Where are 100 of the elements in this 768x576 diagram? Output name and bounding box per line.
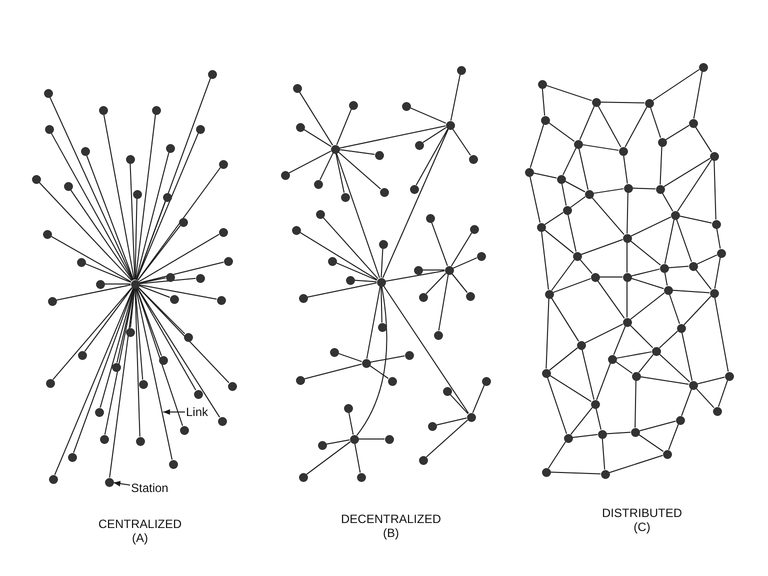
link-line [50,236,132,282]
link-line [630,324,654,348]
station-dot [78,350,86,360]
station-dot [76,258,86,266]
link-line [578,148,589,190]
station-dot [608,354,616,364]
link-line [550,472,601,474]
station-dot [132,190,142,198]
link-line [694,126,712,153]
station-dot [64,182,72,190]
station-dot [670,210,680,220]
link-line [570,407,593,435]
callout-text: Station [131,481,168,495]
link-line [650,106,662,138]
station-dot [94,408,104,416]
station-dot [590,272,600,282]
station-dot [218,160,228,168]
link-line [299,232,378,280]
station-dot [208,70,216,78]
link-line [137,225,181,281]
station-dot [632,372,640,380]
station-dot [152,106,160,114]
station-dot [100,434,108,444]
callout-text: Link [186,405,208,419]
station-dot [158,356,168,364]
link-line [134,198,138,280]
station-dot [660,264,668,272]
link-line [380,248,384,278]
link-line [416,128,448,186]
link-line [336,108,352,146]
station-dot [346,276,354,284]
station-dot [524,168,534,176]
station-dot [542,368,550,378]
link-line [567,214,577,252]
link-line [134,288,140,437]
link-line [541,230,549,290]
station-dot [404,350,414,360]
link-line [662,192,674,212]
link-line [664,218,675,264]
station-dot [196,124,204,134]
link-line [138,284,218,300]
station-dot [428,422,436,430]
link-line [136,132,199,280]
station-dot [418,456,428,464]
station-dot [536,222,546,232]
station-dot [42,230,52,238]
station-dot [126,154,134,164]
link-line [130,163,136,280]
panel-caption: DISTRIBUTED [602,506,682,520]
link-line [579,258,593,274]
station-dot [228,382,236,390]
station-dot [168,460,178,468]
station-dot [44,88,52,98]
link-line [551,259,575,291]
link-line [56,284,132,301]
link-line [626,192,628,234]
panel-caption: (C) [634,520,650,534]
link-line [354,442,361,474]
link-line [542,88,546,116]
link-line [138,234,220,282]
station-dot [112,362,120,372]
link-line [606,432,631,434]
link-line [582,348,594,400]
station-dot [426,214,434,222]
station-dot [716,248,726,258]
link-line [624,106,648,148]
link-line [137,167,221,281]
link-line [354,280,377,282]
link-line [561,182,567,206]
link-line [630,216,672,237]
link-line [584,324,624,344]
station-dot [46,378,54,388]
link-line [426,420,468,458]
station-dot [698,62,708,72]
link-line [564,180,586,192]
link-line [596,362,611,400]
link-line [668,266,689,268]
station-dot [378,240,388,248]
station-dot [166,272,174,282]
link-line [532,172,558,179]
link-line [136,200,166,280]
link-line [452,128,471,156]
station-dot [688,380,698,390]
link-line [138,278,196,284]
station-dot [630,428,640,436]
link-line [676,218,692,262]
link-line [529,176,541,224]
station-dot [414,140,424,150]
link-line [109,288,135,478]
station-dot [624,184,632,192]
station-dot [652,346,660,356]
station-dot [138,380,148,388]
link-line [322,216,378,280]
link-line [630,240,661,266]
link-line [138,277,166,284]
link-line [549,347,578,371]
link-line [596,408,602,430]
station-dot [280,170,290,180]
link-line [450,394,468,414]
station-dot [328,256,336,266]
